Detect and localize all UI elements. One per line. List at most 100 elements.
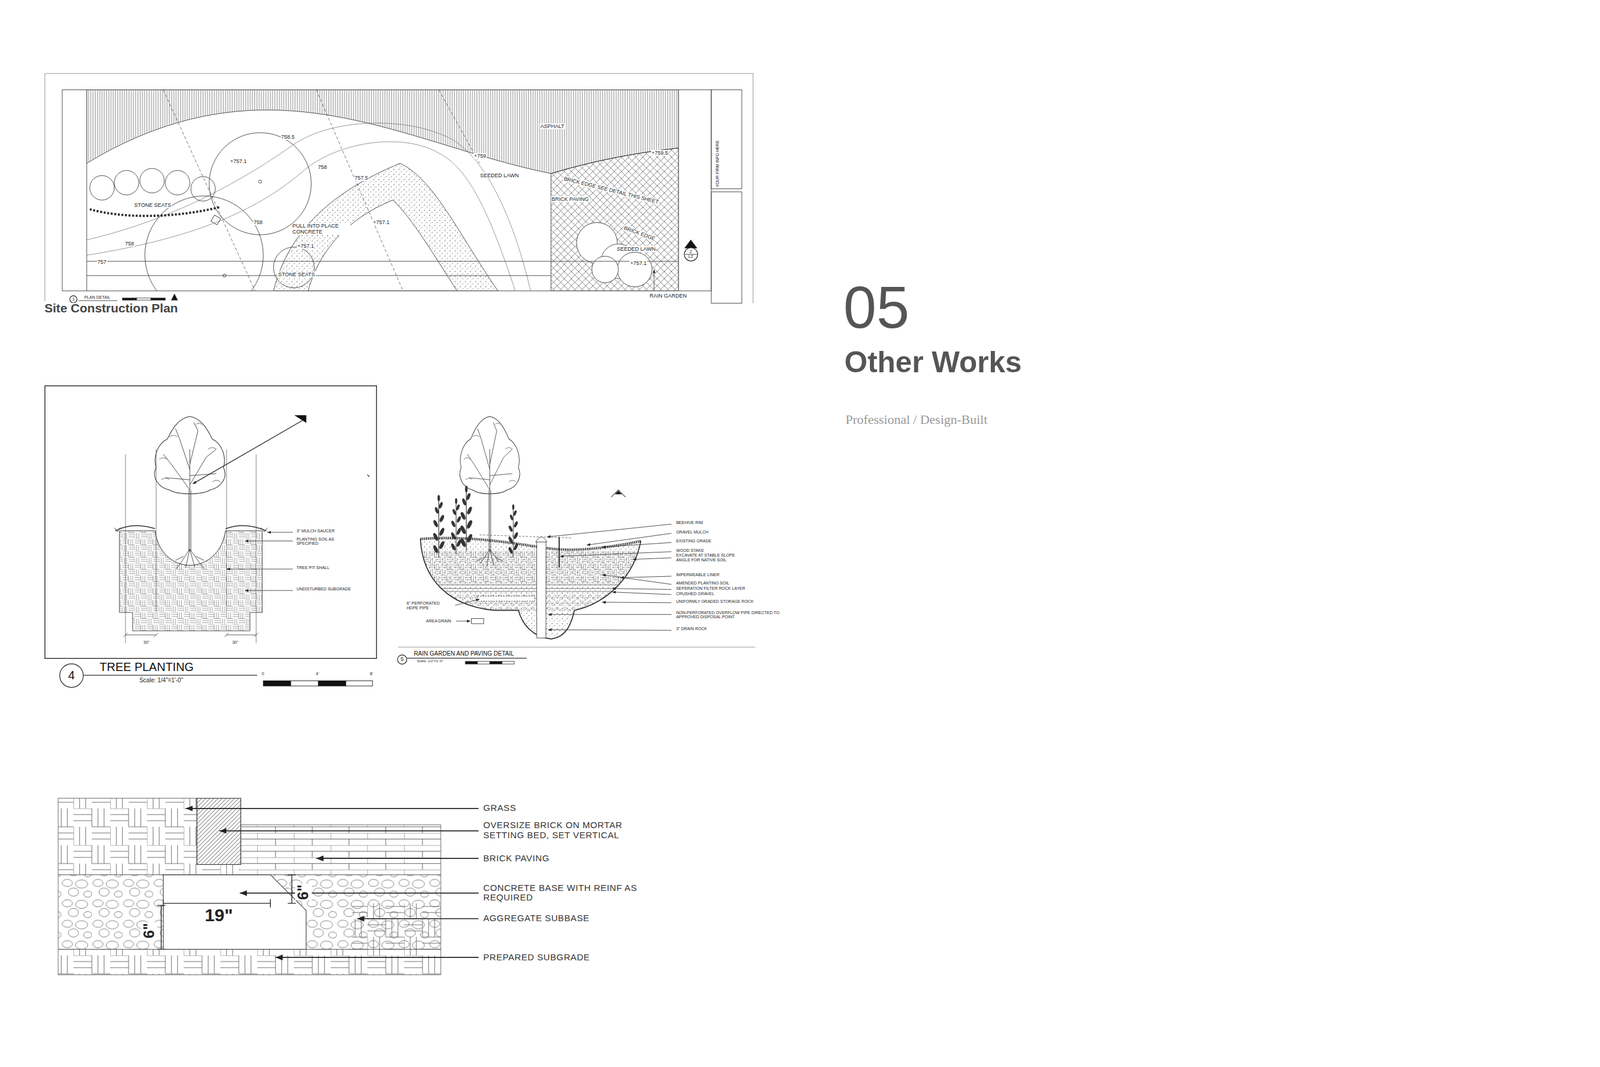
brick-edge-section bbox=[275, 956, 479, 958]
site-plan bbox=[122, 298, 137, 300]
plan-label: 758 bbox=[317, 164, 328, 171]
site-plan bbox=[163, 90, 480, 291]
tree-detail-label: UNDISTURBED SUBGRADE bbox=[295, 586, 352, 592]
tree-detail-label: 30" bbox=[142, 640, 150, 645]
rain-garden-label: NON-PERFORATED OVERFLOW PIPE DIRECTED TO… bbox=[675, 610, 784, 620]
rain-garden-label: IMPERMEABLE LINER bbox=[675, 572, 720, 578]
rain-garden-detail bbox=[432, 494, 446, 558]
rain-garden-detail bbox=[490, 661, 503, 664]
brick-edge-section bbox=[316, 857, 479, 859]
rain-garden-label: CRUSHED GRAVEL bbox=[675, 591, 715, 596]
site-plan bbox=[684, 240, 697, 249]
rain-garden-detail bbox=[408, 551, 654, 584]
tree-planting-detail bbox=[367, 474, 370, 477]
plan-label: STONE SEATS bbox=[277, 271, 316, 278]
callout-text: 1 bbox=[72, 296, 75, 302]
rain-garden-detail bbox=[456, 620, 471, 622]
plan-label: 757.5 bbox=[354, 174, 370, 181]
rain-garden-detail bbox=[632, 557, 672, 560]
site-plan bbox=[592, 256, 619, 283]
rain-garden-detail bbox=[465, 661, 478, 664]
callout-text: 5 bbox=[400, 656, 404, 662]
site-plan bbox=[86, 90, 679, 174]
site-plan bbox=[90, 207, 220, 217]
tree-detail-label: 30" bbox=[231, 640, 239, 645]
tree-detail-label: 4' bbox=[315, 671, 320, 677]
callout-text: 2 bbox=[689, 249, 693, 254]
tree-planting-detail bbox=[45, 385, 377, 686]
plan-label: +757.1 bbox=[296, 242, 315, 249]
brick-edge-section bbox=[185, 807, 479, 809]
tree-detail-label: PLANTING SOIL AS SPECIFIED bbox=[295, 536, 344, 546]
rain-garden-detail bbox=[477, 661, 491, 664]
rain-garden-detail bbox=[398, 416, 756, 665]
rain-garden-detail bbox=[536, 541, 546, 639]
site-plan bbox=[653, 269, 655, 290]
rain-garden-detail bbox=[408, 525, 654, 649]
plan-label: STONE SEATS bbox=[133, 202, 172, 208]
rain-garden-detail bbox=[558, 536, 560, 568]
tree-detail-label: TREE PLANTING bbox=[98, 660, 195, 674]
site-plan bbox=[273, 247, 315, 288]
drawing-caption: Site Construction Plan bbox=[43, 301, 179, 316]
rain-garden-detail bbox=[476, 548, 504, 566]
brick-edge-section bbox=[58, 798, 241, 875]
rain-garden-label: Scale: 1/2"=1'-0" bbox=[416, 658, 444, 664]
brick-edge-section bbox=[240, 892, 479, 894]
site-plan bbox=[551, 148, 679, 291]
callout-circle: 5 bbox=[397, 654, 408, 665]
brick-edge-section bbox=[58, 874, 441, 950]
tree-planting-detail bbox=[244, 540, 293, 542]
rain-garden-label: WOOD STAKE bbox=[675, 548, 705, 553]
site-plan bbox=[258, 180, 262, 184]
plan-label: 758 bbox=[124, 240, 135, 247]
section-title: Other Works bbox=[843, 347, 1023, 377]
rain-garden-detail bbox=[455, 599, 480, 606]
site-plan bbox=[273, 163, 498, 291]
rain-garden-detail bbox=[420, 538, 641, 639]
site-plan bbox=[90, 175, 115, 200]
tree-planting-detail bbox=[45, 385, 377, 659]
plan-label: SEEDED LAWN bbox=[479, 172, 520, 179]
site-plan bbox=[62, 90, 712, 291]
tree-planting-detail bbox=[318, 680, 346, 687]
rain-garden-detail bbox=[479, 534, 572, 538]
tree-detail-label: TREE PIT SHALL bbox=[295, 565, 331, 571]
rain-garden-label: AMENDED PLANTING SOIL bbox=[675, 580, 731, 586]
tree-planting-detail bbox=[295, 415, 307, 423]
plan-label: +757.1 bbox=[629, 260, 648, 267]
brick-edge-section bbox=[352, 903, 441, 949]
tree-planting-detail bbox=[244, 590, 293, 591]
brick-edge-section bbox=[357, 917, 479, 920]
plan-label: ASPHALT bbox=[539, 123, 565, 130]
rain-garden-label: RAIN GARDEN AND PAVING DETAIL bbox=[413, 650, 515, 657]
tree-detail-label: Scale: 1/4"=1'-0" bbox=[138, 676, 184, 684]
subtitle: Professional / Design-Built bbox=[845, 412, 989, 428]
brick-detail-label: 19" bbox=[203, 904, 234, 925]
rain-garden-detail bbox=[610, 490, 626, 498]
rain-garden-label: AREA DRAIN bbox=[425, 618, 452, 624]
rain-garden-detail bbox=[408, 525, 654, 649]
section-number: 05 bbox=[842, 277, 910, 337]
rain-garden-detail bbox=[612, 588, 672, 590]
site-plan bbox=[45, 73, 754, 303]
brick-detail-label: 6" bbox=[295, 883, 312, 901]
rain-garden-detail bbox=[602, 542, 672, 547]
rain-garden-detail bbox=[398, 646, 756, 648]
tree-planting-detail bbox=[123, 632, 258, 638]
tree-detail-label: 8' bbox=[369, 671, 374, 677]
brick-edge-section bbox=[219, 830, 479, 832]
rain-garden-detail bbox=[548, 629, 672, 631]
rain-garden-detail bbox=[615, 490, 622, 494]
site-plan bbox=[90, 168, 216, 201]
callout-text: L2 bbox=[688, 254, 694, 259]
site-plan bbox=[678, 90, 680, 291]
site-plan bbox=[145, 196, 264, 291]
site-plan bbox=[711, 192, 742, 304]
tree-planting-detail bbox=[263, 680, 291, 687]
plan-label: +757.1 bbox=[229, 158, 248, 165]
brick-detail-label: CONCRETE BASE WITH REINF AS REQUIRED bbox=[482, 882, 643, 903]
site-plan bbox=[86, 274, 551, 276]
brick-edge-section bbox=[240, 824, 441, 875]
plan-label: +759 bbox=[473, 152, 487, 159]
